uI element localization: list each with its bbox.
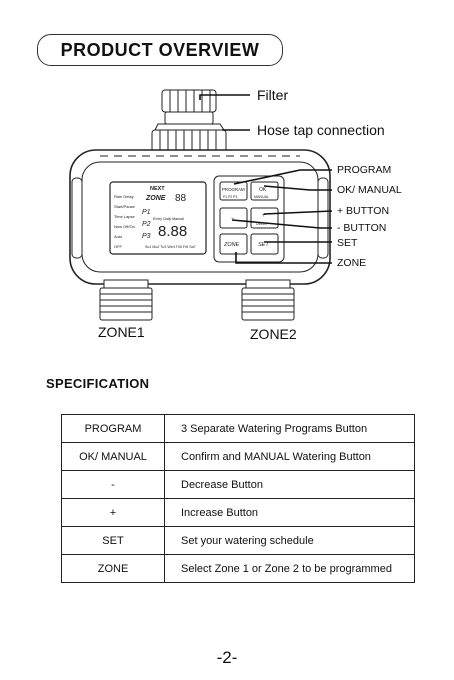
lcd-mode-label: Time Lapse [114, 214, 136, 219]
product-diagram: Rain Delay Start/Pause Time Lapse Now Of… [69, 89, 333, 321]
spec-desc: 3 Separate Watering Programs Button [164, 414, 415, 443]
lcd-mode-label: Auto [114, 234, 123, 239]
callout-ok-manual: OK/ MANUAL [337, 184, 402, 196]
page-number: -2- [216, 648, 238, 667]
callout-program: PROGRAM [337, 164, 392, 176]
table-row: OK/ MANUAL Confirm and MANUAL Watering B… [61, 442, 415, 471]
specification-table: PROGRAM 3 Separate Watering Programs But… [61, 414, 415, 583]
plus-button-label: + [262, 213, 266, 219]
spec-key: SET [61, 526, 165, 555]
lcd-days: Su1 Mo2 Tu3 We4 Th5 Fr6 Sa7 [145, 245, 196, 249]
spec-key: - [61, 470, 165, 499]
lcd-p1: P1 [142, 209, 151, 216]
title-box: PRODUCT OVERVIEW [37, 34, 283, 66]
callout-zone: ZONE [337, 257, 367, 269]
lcd-digits-top: 88 [175, 193, 187, 204]
table-row: SET Set your watering schedule [61, 526, 415, 555]
lcd-frequency: Every Daily Manual [153, 217, 184, 221]
lcd-mode-label: Rain Delay [114, 194, 134, 199]
ok-button-label: OK [259, 187, 267, 193]
button-panel: PROGRAM P1 P2 P3 OK MANUAL − + DELAY ZON… [213, 175, 285, 263]
lcd-mode-label: Start/Pause [114, 204, 136, 209]
set-button-label: SET [258, 242, 269, 248]
zone2-label: ZONE2 [250, 326, 297, 342]
callout-minus: - BUTTON [337, 222, 387, 234]
table-row: - Decrease Button [61, 470, 415, 499]
lcd-screen: Rain Delay Start/Pause Time Lapse Now Of… [109, 181, 207, 255]
lcd-next: NEXT [150, 186, 165, 192]
lcd-p3: P3 [142, 233, 151, 240]
spec-key: PROGRAM [61, 414, 165, 443]
lcd-mode-label: Now Off/On [114, 224, 135, 229]
zone1-label: ZONE1 [98, 324, 145, 340]
lcd-p2: P2 [142, 221, 151, 228]
callout-set: SET [337, 237, 358, 249]
callout-plus: + BUTTON [337, 205, 390, 217]
lcd-mode-label: OFF [114, 244, 123, 249]
spec-desc: Increase Button [164, 498, 415, 527]
zone-button-label: ZONE [223, 242, 240, 248]
spec-desc: Set your watering schedule [164, 526, 415, 555]
lcd-zone: ZONE [145, 195, 166, 202]
table-row: ZONE Select Zone 1 or Zone 2 to be progr… [61, 554, 415, 583]
minus-button-label: − [231, 216, 235, 222]
outlet-fittings [99, 279, 295, 321]
delay-button-label: DELAY [256, 222, 268, 226]
callout-hose: Hose tap connection [257, 122, 385, 138]
spec-key: ZONE [61, 554, 165, 583]
spec-key: + [61, 498, 165, 527]
table-row: + Increase Button [61, 498, 415, 527]
spec-key: OK/ MANUAL [61, 442, 165, 471]
page-title: PRODUCT OVERVIEW [60, 39, 260, 60]
spec-desc: Decrease Button [164, 470, 415, 499]
spec-desc: Confirm and MANUAL Watering Button [164, 442, 415, 471]
program-button-label: PROGRAM [222, 187, 245, 192]
table-row: PROGRAM 3 Separate Watering Programs But… [61, 414, 415, 443]
callout-filter: Filter [257, 87, 289, 103]
spec-desc: Select Zone 1 or Zone 2 to be programmed [164, 554, 415, 583]
program-button-sub: P1 P2 P3 [223, 195, 237, 199]
lcd-digits-bottom: 8.88 [158, 223, 187, 240]
leader-lines [199, 94, 333, 264]
specification-heading: SPECIFICATION [46, 376, 150, 391]
manual-button-label: MANUAL [254, 195, 269, 199]
